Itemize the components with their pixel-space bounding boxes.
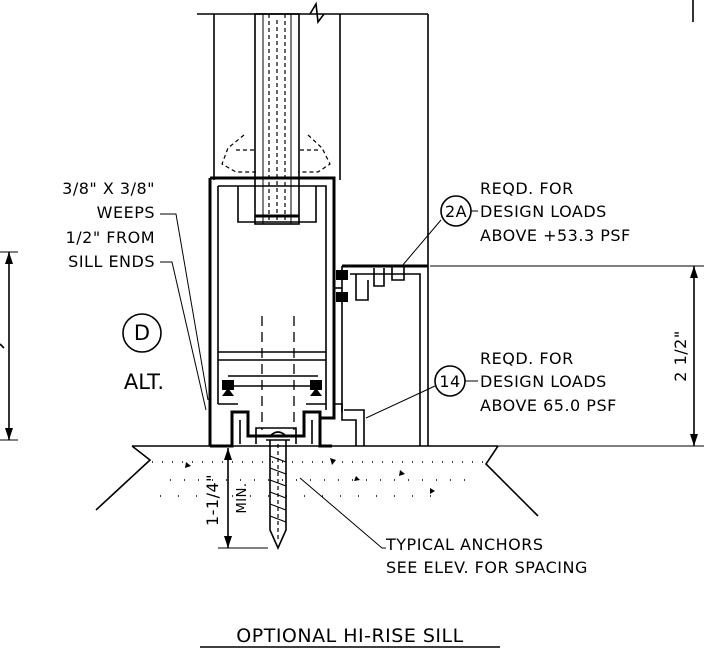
weeps-line-1: 3/8" X 3/8" [62, 179, 155, 198]
embed-dimension: 1-1/4" MIN. [203, 448, 268, 549]
tag-2a-id: 2A [445, 202, 467, 221]
tag-14-id: 14 [439, 372, 460, 391]
callout-14: 14 REQD. FOR DESIGN LOADS ABOVE 65.0 PSF [365, 349, 617, 419]
tag-2a-line-3: ABOVE +53.3 PSF [480, 226, 631, 245]
weeps-line-3: 1/2" FROM [66, 228, 155, 247]
anchor-screw [266, 431, 290, 550]
sill-height-label: 2 1/2" [671, 330, 690, 381]
callout-2a: 2A REQD. FOR DESIGN LOADS ABOVE +53.3 PS… [401, 179, 631, 267]
tag-14-line-1: REQD. FOR [480, 349, 574, 368]
tag-2a-line-2: DESIGN LOADS [480, 202, 607, 221]
sill-frame [208, 176, 336, 448]
weeps-line-2: WEEPS [97, 203, 155, 222]
anchors-line-1: TYPICAL ANCHORS [385, 535, 544, 554]
weeps-line-4: SILL ENDS [68, 252, 155, 271]
embed-value-label: 1-1/4" [203, 474, 222, 526]
left-dimension [0, 251, 18, 441]
embed-suffix-label: MIN. [235, 483, 250, 514]
drawing-title: OPTIONAL HI-RISE SILL [200, 625, 500, 648]
anchors-line-2: SEE ELEV. FOR SPACING [386, 558, 588, 577]
alt-glazing-stops [221, 134, 331, 173]
anchor-centerline [261, 316, 295, 430]
weeps-callout: 3/8" X 3/8" WEEPS 1/2" FROM SILL ENDS [62, 179, 209, 411]
tag-14-line-3: ABOVE 65.0 PSF [480, 396, 617, 415]
anchors-callout: TYPICAL ANCHORS SEE ELEV. FOR SPACING [299, 477, 588, 577]
detail-tag: D ALT. [122, 313, 164, 394]
tag-2a-line-1: REQD. FOR [480, 179, 574, 198]
sill-receptor [334, 264, 428, 446]
opening-outline [197, 0, 694, 446]
tag-14-line-2: DESIGN LOADS [480, 372, 607, 391]
concrete-substrate [95, 445, 539, 517]
detail-letter: D [134, 321, 150, 345]
detail-alt-label: ALT. [124, 370, 164, 394]
sill-height-dimension: 2 1/2" [430, 265, 704, 447]
glass-unit [254, 13, 300, 225]
title-text: OPTIONAL HI-RISE SILL [236, 625, 463, 647]
